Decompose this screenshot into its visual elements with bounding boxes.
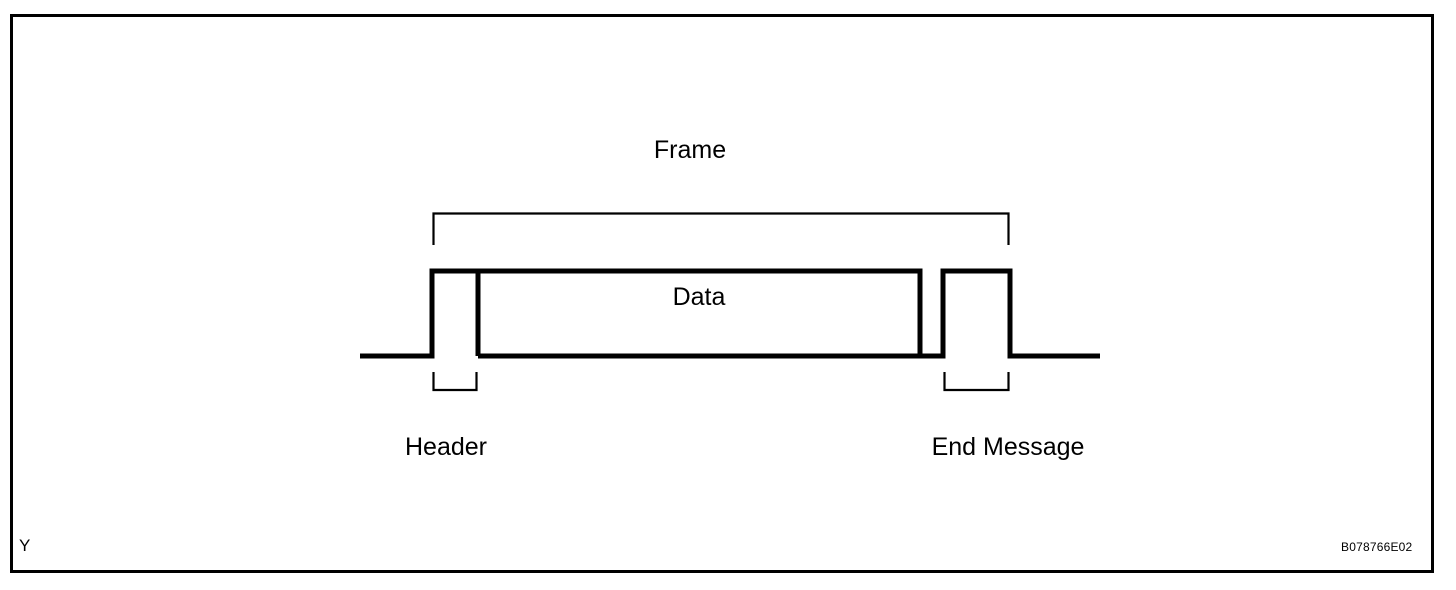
figure-code: B078766E02	[1341, 540, 1413, 554]
data-label: Data	[672, 283, 726, 311]
end-message-bracket	[943, 372, 1010, 392]
corner-mark: Y	[19, 536, 31, 555]
signal-waveform	[360, 268, 1100, 359]
header-label: Header	[405, 433, 487, 461]
frame-bracket	[432, 212, 1010, 245]
header-bracket	[432, 372, 478, 392]
figure-border	[10, 14, 1434, 573]
end-message-label: End Message	[931, 433, 1085, 461]
frame-label: Frame	[653, 136, 727, 164]
